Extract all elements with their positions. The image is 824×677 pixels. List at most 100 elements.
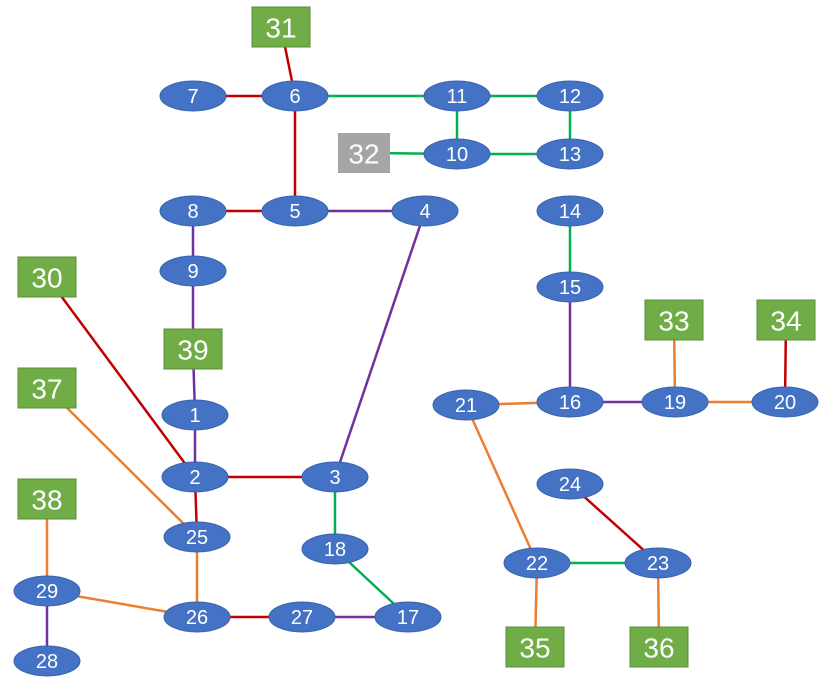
node-label: 30 [31, 263, 62, 294]
bus-ellipse [536, 386, 604, 418]
generator-node-39: 39 [163, 328, 223, 370]
bus-node-23: 23 [624, 547, 692, 579]
bus-node-12: 12 [536, 80, 604, 112]
bus-ellipse [624, 547, 692, 579]
node-label: 35 [519, 633, 550, 664]
node-32: 32 [338, 133, 390, 173]
node-label: 26 [186, 607, 208, 629]
node-label: 34 [770, 306, 801, 337]
bus-ellipse [391, 195, 459, 227]
generator-node-37: 37 [17, 367, 77, 409]
node-label: 27 [291, 607, 313, 629]
bus-ellipse [423, 80, 491, 112]
generator-node-30: 30 [17, 256, 77, 298]
generator-box [17, 367, 77, 409]
generator-node-34: 34 [756, 299, 816, 341]
bus-node-17: 17 [374, 601, 442, 633]
bus-ellipse [301, 461, 369, 493]
bus-node-2: 2 [161, 461, 229, 493]
bus-ellipse [374, 601, 442, 633]
bus-ellipse [268, 601, 336, 633]
node-label: 2 [189, 467, 200, 489]
bus-node-29: 29 [13, 575, 81, 607]
node-label: 20 [774, 392, 796, 414]
bus-node-14: 14 [536, 195, 604, 227]
node-label: 29 [36, 581, 58, 603]
node-label: 18 [324, 539, 346, 561]
bus-node-25: 25 [163, 521, 231, 553]
bus-ellipse [159, 195, 227, 227]
bus-node-21: 21 [432, 389, 500, 421]
bus-ellipse [536, 271, 604, 303]
bus-ellipse [159, 255, 227, 287]
bus-ellipse [13, 645, 81, 677]
bus-ellipse [503, 547, 571, 579]
node-label: 13 [559, 144, 581, 166]
generator-box [17, 478, 77, 520]
bus-ellipse [751, 386, 819, 418]
node-label: 11 [447, 86, 468, 108]
node-label: 10 [446, 144, 468, 166]
generator-box [629, 626, 689, 668]
edge-37-25 [46, 387, 198, 538]
bus-node-7: 7 [159, 80, 227, 112]
generator-node-36: 36 [629, 626, 689, 668]
bus-node-28: 28 [13, 645, 81, 677]
bus-node-6: 6 [261, 80, 329, 112]
bus-ellipse [536, 80, 604, 112]
bus-ellipse [536, 195, 604, 227]
bus-ellipse [163, 521, 231, 553]
node-label: 5 [289, 201, 300, 223]
bus-ellipse [13, 575, 81, 607]
bus-node-15: 15 [536, 271, 604, 303]
node-label: 32 [348, 139, 379, 170]
bus-node-18: 18 [301, 533, 369, 565]
node-label: 19 [664, 392, 686, 414]
edge-21-22 [464, 404, 539, 564]
node-label: 1 [189, 405, 200, 427]
node-label: 17 [397, 607, 419, 629]
bus-node-1: 1 [161, 399, 229, 431]
node-label: 15 [559, 277, 581, 299]
node-label: 4 [419, 201, 430, 223]
generator-node-35: 35 [505, 626, 565, 668]
node-label: 7 [187, 86, 198, 108]
node-label: 24 [559, 474, 581, 496]
generator-box [756, 299, 816, 341]
grey-box [338, 133, 390, 173]
bus-ellipse [536, 468, 604, 500]
bus-node-10: 10 [423, 138, 491, 170]
generator-box [644, 299, 704, 341]
generator-box [251, 6, 311, 48]
bus-ellipse [163, 601, 231, 633]
bus-ellipse [641, 386, 709, 418]
bus-node-3: 3 [301, 461, 369, 493]
bus-ellipse [161, 461, 229, 493]
generator-box [17, 256, 77, 298]
node-label: 36 [643, 633, 674, 664]
bus-ellipse [261, 80, 329, 112]
node-label: 6 [289, 86, 300, 108]
bus-ellipse [261, 195, 329, 227]
node-label: 39 [177, 335, 208, 366]
bus-node-8: 8 [159, 195, 227, 227]
node-label: 38 [31, 485, 62, 516]
bus-node-9: 9 [159, 255, 227, 287]
node-label: 16 [559, 392, 581, 414]
node-label: 25 [186, 527, 208, 549]
bus-node-19: 19 [641, 386, 709, 418]
bus-ellipse [159, 80, 227, 112]
node-label: 21 [455, 395, 477, 417]
node-label: 37 [31, 374, 62, 405]
bus-node-26: 26 [163, 601, 231, 633]
bus-ellipse [536, 138, 604, 170]
generator-box [163, 328, 223, 370]
bus-node-27: 27 [268, 601, 336, 633]
node-label: 31 [265, 13, 296, 44]
edge-4-3 [333, 210, 427, 478]
bus-node-24: 24 [536, 468, 604, 500]
node-label: 9 [187, 261, 198, 283]
node-label: 14 [559, 201, 581, 223]
